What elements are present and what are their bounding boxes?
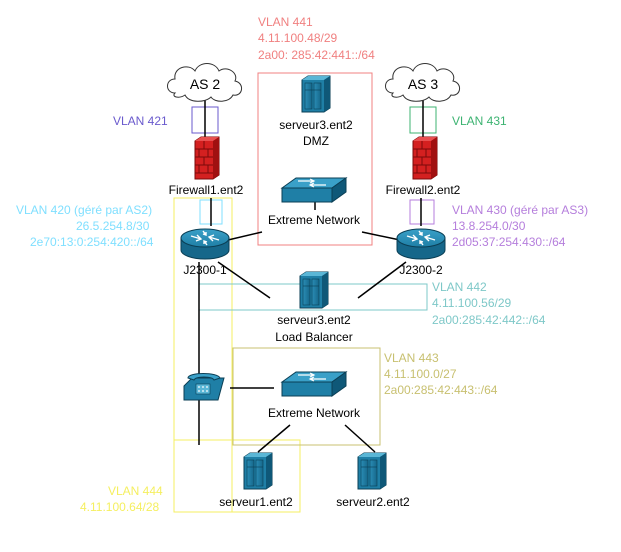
vlan-443-box (232, 347, 381, 446)
vlan-444-ipv4: 4.11.100.64/28 (80, 500, 160, 514)
vlan-430-box (409, 199, 435, 225)
vlan-442-name: VLAN 442 (432, 280, 487, 294)
firewall2-name: Firewall2.ent2 (385, 183, 461, 197)
server-icon (243, 452, 273, 490)
switch-bottom-name: Extreme Network (267, 406, 361, 420)
switch-top-name: Extreme Network (267, 213, 361, 227)
router2-name: J2300-2 (399, 263, 443, 277)
server-icon (357, 452, 387, 490)
firewall1-name: Firewall1.ent2 (168, 183, 244, 197)
vlan-420-name: VLAN 420 (géré par AS2) (16, 203, 153, 217)
links (198, 98, 424, 453)
serveur3-lb-role: Load Balancer (275, 330, 353, 344)
vlan-441-name: VLAN 441 (258, 15, 313, 29)
switch-icon (280, 177, 348, 203)
serveur3-dmz-role: DMZ (303, 134, 329, 148)
vlan-441-box (257, 72, 373, 246)
router1-name: J2300-1 (183, 263, 227, 277)
firewall-icon (194, 136, 220, 180)
vlan-441-ipv6: 2a00: 285:42:441::/64 (258, 48, 375, 62)
serveur2-name: serveur2.ent2 (336, 495, 410, 509)
router-icon (396, 228, 446, 260)
cloud-icon (167, 63, 242, 102)
serveur1-name: serveur1.ent2 (219, 495, 293, 509)
vlan-444-name: VLAN 444 (108, 484, 163, 498)
firewall-icon (412, 136, 438, 180)
vlan-420-ipv6: 2e70:13:0:254:420::/64 (30, 235, 154, 249)
vlan-430-ipv4: 13.8.254.0/30 (452, 219, 526, 233)
switch-icon (280, 371, 348, 397)
cloud-label-as2: AS 2 (189, 76, 221, 92)
vlan-444-box-lower (173, 439, 301, 513)
server-icon (301, 75, 331, 113)
cloud-label-as3: AS 3 (407, 76, 439, 92)
vlan-430-ipv6: 2d05:37:254:430::/64 (452, 235, 566, 249)
server-icon (299, 271, 329, 309)
vlan-442-ipv4: 4.11.100.56/29 (432, 296, 512, 310)
vlan-443-name: VLAN 443 (384, 351, 439, 365)
vlan-421-label: VLAN 421 (113, 114, 168, 128)
phone-icon (183, 373, 225, 401)
vlan-443-ipv4: 4.11.100.0/27 (384, 367, 457, 381)
serveur3-dmz-name: serveur3.ent2 (279, 118, 353, 132)
cloud-icon (385, 63, 460, 102)
serveur3-lb-name: serveur3.ent2 (277, 313, 351, 327)
router-icon (180, 228, 230, 260)
vlan-420-ipv4: 26.5.254.8/30 (76, 219, 150, 233)
vlan-441-ipv4: 4.11.100.48/29 (258, 31, 338, 45)
vlan-442-ipv6: 2a00:285:42:442::/64 (432, 313, 546, 327)
vlan-443-ipv6: 2a00:285:42:443::/64 (384, 383, 498, 397)
vlan-431-label: VLAN 431 (452, 114, 507, 128)
vlan-430-name: VLAN 430 (géré par AS3) (452, 203, 589, 217)
